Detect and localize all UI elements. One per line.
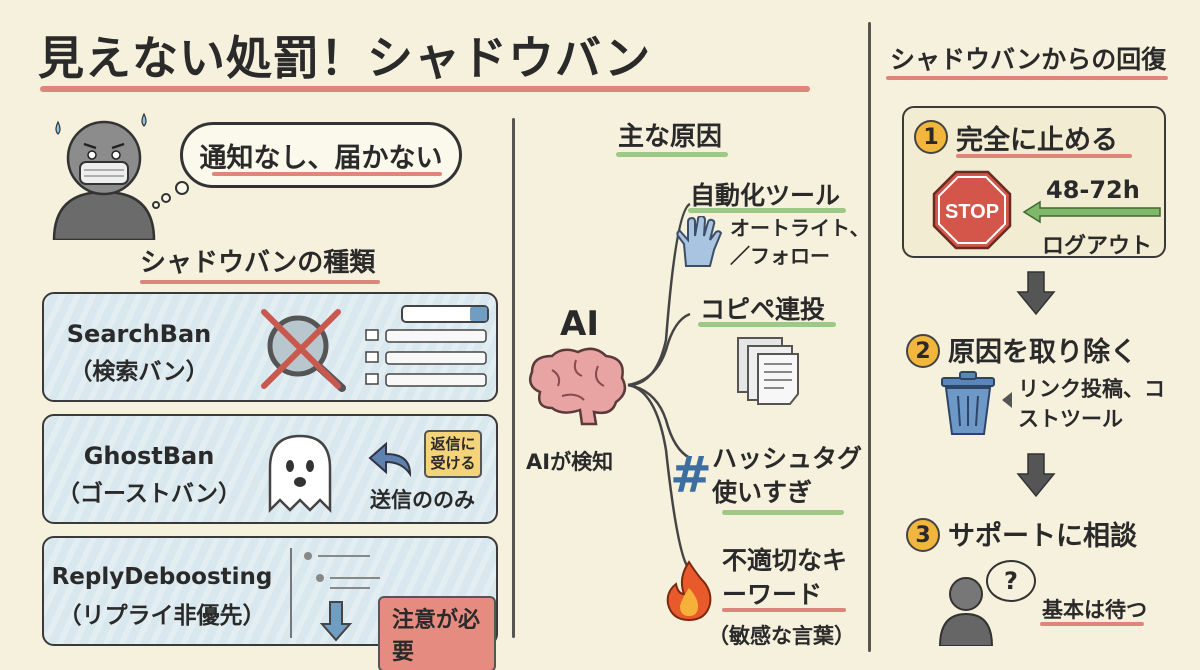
fire-icon [666,560,712,622]
caution-tag: 注意が必要 [378,596,496,670]
type-sub: （ゴーストバン） [57,481,241,507]
copied-documents-icon [737,337,799,405]
hashtag-icon: # [670,446,712,504]
card-separator [290,548,292,638]
worried-person-icon [52,112,156,240]
step-label: 原因を取り除く [948,337,1137,368]
down-arrow-icon [1016,453,1056,498]
cause-underline [688,208,846,213]
title-underline [40,86,810,92]
cause-keyword-detail: （敏感な言葉） [708,624,855,648]
pointer-arrow-icon [1002,392,1012,408]
type-card-replydeboosting: ReplyDeboosting （リプライ非優先） 注意が必要 [42,536,498,670]
cause-hashtag: ハッシュタグ使いすぎ [712,444,863,507]
reply-tag: 返信に受ける [424,430,482,478]
reply-arrow-icon [368,441,412,478]
ghost-note: 送信ののみ [370,488,475,512]
thought-dots-icon [152,181,189,209]
brain-icon [529,347,627,426]
step-number: 1 [914,120,948,154]
result-list-icon [365,305,489,387]
stop-sign-icon: STOP [932,170,1012,250]
types-heading: シャドウバンの種類 [140,248,376,278]
page-title: 見えない処罰！シャドウバン [38,31,652,85]
left-arrow-icon [1022,200,1161,224]
ghost-icon [268,434,332,514]
down-arrow-icon [1016,271,1056,316]
cause-underline [722,510,844,515]
cause-automation: 自動化ツール [690,181,841,210]
cause-underline [698,322,836,327]
type-name: ReplyDeboosting [51,564,273,590]
question-mark: ? [1004,567,1018,595]
deboost-list-icon [304,552,380,642]
recovery-heading: シャドウバンからの回復 [890,45,1167,74]
causes-heading-underline [616,152,728,157]
thought-bubble-text: 通知なし、届かない [199,142,443,174]
thought-underline [212,172,442,176]
causes-heading: 主な原因 [618,122,723,152]
cause-keyword: 不適切なキーワード [722,546,848,609]
step-time: 48-72h [1046,176,1140,204]
trash-can-icon [941,371,995,435]
step-label: サポートに相談 [948,521,1137,552]
ai-caption: AIが検知 [526,450,614,474]
types-heading-underline [140,280,380,284]
type-sub: （リプライ非優先） [58,603,266,629]
blocked-search-icon [261,309,346,392]
support-person-icon [938,577,994,646]
step-underline [1040,622,1144,626]
step-detail: 基本は待つ [1042,598,1147,622]
question-bubble: ? [986,560,1036,602]
thought-bubble: 通知なし、届かない [180,122,462,188]
step-underline [956,154,1132,158]
cause-branch-lines [627,202,691,571]
cause-automation-detail: オートライト、／フォロー [730,216,870,268]
step-detail: ログアウト [1042,234,1153,259]
stop-sign-text: STOP [945,201,999,223]
column-divider-left [512,118,515,638]
ai-label: AI [560,304,599,344]
type-card-ghostban: GhostBan （ゴーストバン） 返信に受ける 送信ののみ [42,414,498,524]
cause-underline [722,608,846,612]
column-divider-right [868,22,871,652]
recovery-heading-underline [886,76,1168,80]
step-number: 3 [906,518,940,552]
step-detail: リンク投稿、コストツール [1018,377,1165,431]
cause-copypaste: コピペ連投 [700,295,826,324]
type-name: SearchBan [66,320,212,348]
step-label: 完全に止める [956,125,1118,156]
step-number: 2 [906,334,940,368]
type-name: GhostBan [83,442,215,470]
robot-hand-icon [676,216,723,267]
type-card-searchban: SearchBan （検索バン） [42,292,498,402]
type-sub: （検索バン） [69,359,209,385]
